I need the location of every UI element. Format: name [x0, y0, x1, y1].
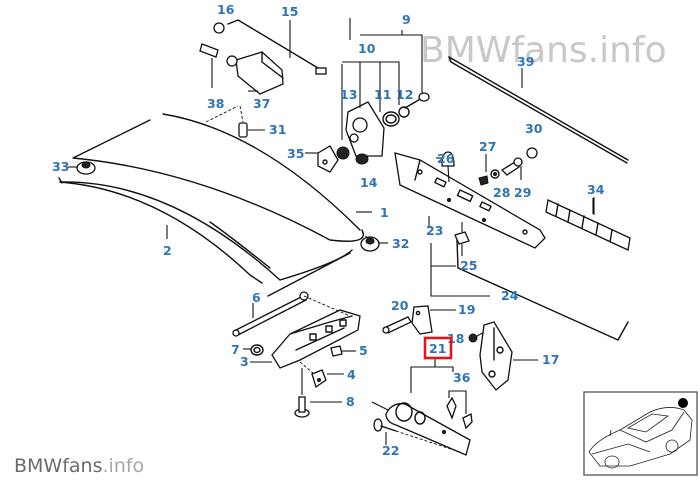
callout-25[interactable]: 25	[460, 258, 477, 273]
connector-plug-38[interactable]	[199, 43, 219, 88]
callout-2[interactable]: 2	[163, 243, 172, 258]
bolt-31[interactable]	[205, 105, 248, 138]
bracket-10	[341, 61, 400, 140]
trunk-lid-panel[interactable]	[58, 113, 364, 297]
callout-38[interactable]: 38	[207, 96, 224, 111]
callout-35[interactable]: 35	[287, 146, 304, 161]
callout-11[interactable]: 11	[374, 87, 391, 102]
callout-22[interactable]: 22	[382, 443, 399, 458]
callout-36[interactable]: 36	[453, 370, 471, 385]
emblem-34[interactable]	[545, 198, 631, 251]
callout-5[interactable]: 5	[359, 343, 368, 358]
callout-13[interactable]: 13	[340, 87, 357, 102]
callout-34[interactable]: 34	[587, 182, 605, 197]
callout-10[interactable]: 10	[358, 41, 376, 56]
callout-32[interactable]: 32	[392, 236, 409, 251]
lid-inner-edge	[59, 181, 263, 284]
bearing-35[interactable]	[317, 145, 350, 173]
hinge-3[interactable]	[271, 295, 361, 369]
lock-cylinder-21[interactable]	[371, 401, 471, 456]
clip-16[interactable]	[213, 22, 225, 34]
callout-6[interactable]: 6	[252, 290, 261, 305]
torsion-bar-6[interactable]	[232, 291, 309, 337]
callout-33[interactable]: 33	[52, 159, 69, 174]
lock-17[interactable]	[479, 321, 513, 391]
callout-12[interactable]: 12	[396, 87, 413, 102]
callout-39[interactable]: 39	[517, 54, 534, 69]
handle-trim-23[interactable]	[394, 152, 546, 249]
screw-22[interactable]	[373, 418, 461, 453]
watermark-brand: BMWfans	[14, 455, 103, 477]
rubber-buffer-32[interactable]	[360, 231, 380, 252]
bracket-23-24	[428, 216, 490, 297]
callout-23[interactable]: 23	[426, 223, 443, 238]
callout-26[interactable]: 26	[437, 151, 455, 166]
clip-25[interactable]	[454, 222, 470, 256]
callout-21[interactable]: 21	[429, 341, 446, 356]
callout-1[interactable]: 1	[380, 205, 389, 220]
push-button-26[interactable]	[441, 151, 455, 183]
callout-27[interactable]: 27	[479, 139, 496, 154]
washer-28[interactable]	[490, 169, 500, 179]
callout-8[interactable]: 8	[346, 394, 355, 409]
bolt-20[interactable]	[382, 316, 412, 334]
trim-strip-39[interactable]	[448, 56, 629, 164]
callout-31[interactable]: 31	[269, 122, 286, 137]
trunk-inner-24[interactable]	[456, 239, 629, 341]
cap-5[interactable]	[330, 345, 343, 357]
screw-27[interactable]	[478, 154, 489, 186]
callout-20[interactable]: 20	[391, 298, 409, 313]
callout-17[interactable]: 17	[542, 352, 559, 367]
rear-location-marker	[678, 398, 688, 408]
bracket-19[interactable]	[411, 305, 433, 335]
callout-4[interactable]: 4	[347, 367, 356, 382]
callout-24[interactable]: 24	[501, 288, 519, 303]
screw-29[interactable]	[500, 157, 523, 180]
highlight-box-21	[423, 336, 453, 360]
watermark-suffix: .info	[103, 455, 145, 477]
vehicle-thumbnail[interactable]	[583, 391, 698, 476]
callout-30[interactable]: 30	[525, 121, 543, 136]
callout-14[interactable]: 14	[360, 175, 378, 190]
washer-12[interactable]	[398, 106, 410, 118]
grommet-4[interactable]	[299, 361, 327, 389]
rod-15[interactable]	[227, 19, 327, 75]
leader-lines	[68, 18, 595, 403]
callout-16[interactable]: 16	[217, 2, 235, 17]
nut-30[interactable]	[526, 147, 538, 159]
screw-9[interactable]	[404, 92, 430, 109]
bolt-8[interactable]	[294, 368, 310, 418]
callout-7[interactable]: 7	[231, 342, 240, 357]
callout-28[interactable]: 28	[493, 185, 510, 200]
bracket-21	[410, 358, 454, 393]
bracket-9	[360, 30, 423, 94]
callout-9[interactable]: 9	[402, 12, 411, 27]
rubber-buffer-33[interactable]	[76, 161, 96, 175]
callout-29[interactable]: 29	[514, 185, 531, 200]
watermark-bottom: BMWfans.info	[14, 455, 144, 477]
callout-37[interactable]: 37	[253, 96, 270, 111]
callout-15[interactable]: 15	[281, 4, 298, 19]
actuator-37[interactable]	[226, 51, 284, 95]
washer-7[interactable]	[250, 344, 264, 356]
clip-36[interactable]	[446, 390, 473, 430]
callout-3[interactable]: 3	[240, 354, 249, 369]
callout-19[interactable]: 19	[458, 302, 475, 317]
seal-ring-11[interactable]	[382, 111, 400, 127]
grommet-14[interactable]	[355, 153, 369, 165]
lock-housing-13[interactable]	[345, 101, 385, 157]
